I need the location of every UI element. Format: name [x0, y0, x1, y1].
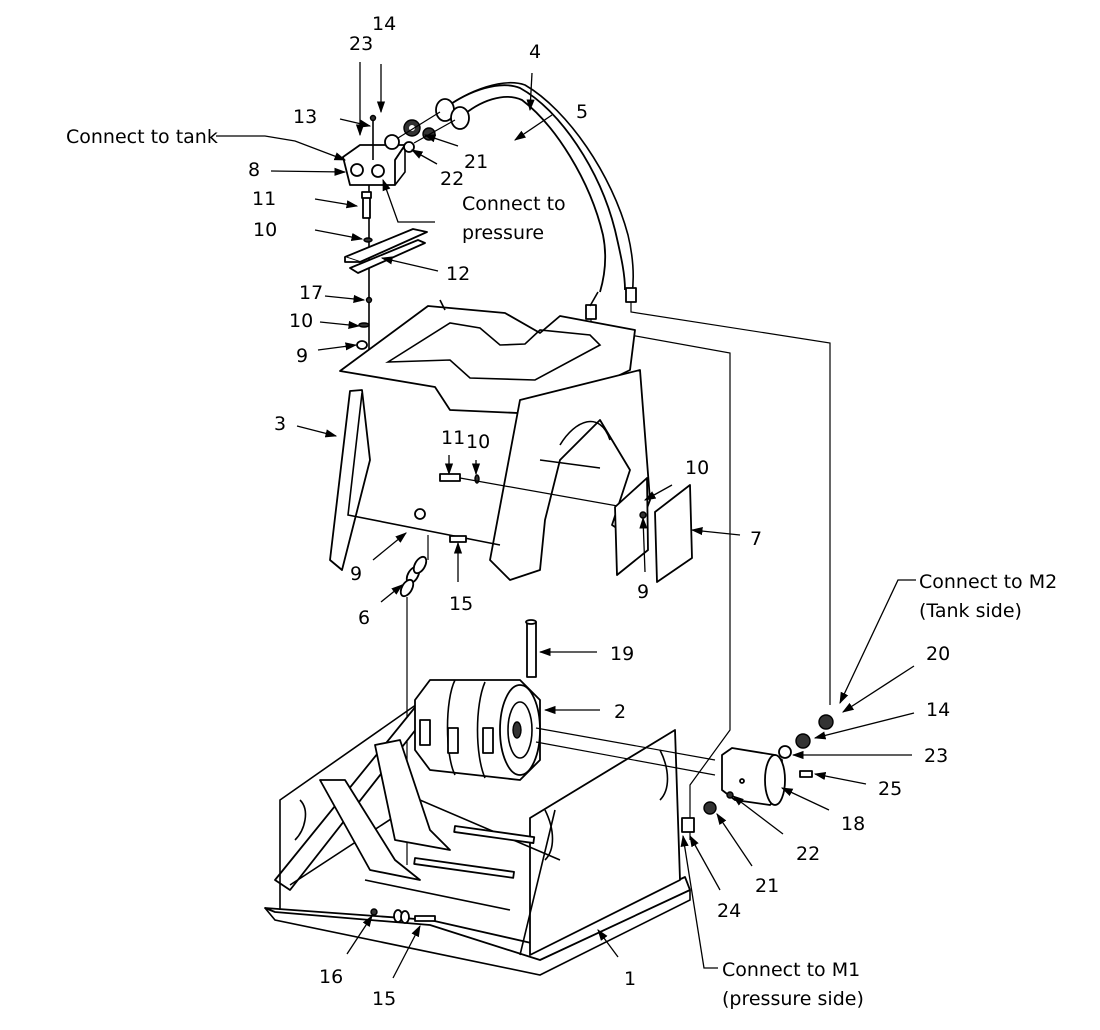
note-connect-to-m2-line1: Connect to M2	[919, 571, 1057, 593]
callout-19: 19	[610, 643, 634, 665]
callout-11: 11	[252, 188, 276, 210]
callout-3: 3	[274, 413, 286, 435]
hose-fitting-4	[625, 287, 637, 303]
seal-23b	[778, 745, 792, 759]
upper-frame	[329, 299, 651, 581]
callout-10: 10	[289, 310, 313, 332]
note-connect-to-tank: Connect to tank	[66, 126, 218, 148]
leader-lines	[216, 62, 916, 979]
callout-6: 6	[358, 607, 370, 629]
callout-14: 14	[372, 13, 396, 35]
callout-10: 10	[466, 431, 490, 453]
callout-4: 4	[529, 41, 541, 63]
callout-5: 5	[576, 101, 588, 123]
note-connect-to-m2-line2: (Tank side)	[919, 600, 1022, 622]
callout-14: 14	[926, 699, 950, 721]
fitting-14b	[795, 733, 811, 749]
callout-21: 21	[464, 151, 488, 173]
callout-23: 23	[349, 33, 373, 55]
valve-block	[342, 114, 406, 186]
hose-assembly	[435, 82, 637, 320]
fitting-21b	[703, 801, 717, 815]
connection-notes: Connect to tank Connect to pressure Conn…	[66, 126, 1057, 1010]
callout-25: 25	[878, 778, 902, 800]
note-connect-to-pressure-line2: pressure	[462, 222, 544, 244]
callout-15: 15	[372, 988, 396, 1010]
callout-17: 17	[299, 282, 323, 304]
callout-8: 8	[248, 159, 260, 181]
callout-9: 9	[637, 581, 649, 603]
bolt-19	[525, 619, 537, 678]
callout-9: 9	[350, 563, 362, 585]
motor-18	[721, 747, 786, 806]
fittings-right	[681, 714, 834, 833]
callout-24: 24	[717, 900, 741, 922]
callout-16: 16	[319, 966, 343, 988]
fitting-24	[681, 817, 695, 833]
callout-1: 1	[624, 968, 636, 990]
callout-13: 13	[293, 106, 317, 128]
hose-fitting-5	[585, 304, 597, 320]
fitting-20	[818, 714, 834, 730]
cover-plate-7	[654, 484, 693, 583]
callout-10: 10	[685, 457, 709, 479]
callout-7: 7	[750, 528, 762, 550]
seal-23	[384, 134, 400, 150]
callout-22: 22	[440, 168, 464, 190]
note-connect-to-pressure-line1: Connect to	[462, 193, 566, 215]
callout-10: 10	[253, 219, 277, 241]
callout-23: 23	[924, 745, 948, 767]
callout-12: 12	[446, 263, 470, 285]
callout-9: 9	[296, 345, 308, 367]
callout-22: 22	[796, 843, 820, 865]
cover-plate	[614, 477, 693, 583]
note-connect-to-m1-line2: (pressure side)	[722, 988, 864, 1010]
note-connect-to-m1-line1: Connect to M1	[722, 959, 860, 981]
base-frame	[264, 694, 691, 976]
callout-15: 15	[449, 593, 473, 615]
callout-11: 11	[441, 427, 465, 449]
base-pins	[370, 908, 436, 924]
callout-labels: 14 23 4 5 13 21 22 8 11 10 12 17 10 9 3 …	[248, 13, 950, 1010]
callout-20: 20	[926, 643, 950, 665]
callout-2: 2	[614, 701, 626, 723]
plug-25	[799, 770, 813, 778]
callout-21: 21	[755, 875, 779, 897]
callout-18: 18	[841, 813, 865, 835]
drum-assembly	[414, 679, 716, 781]
hose-end-fitting-b	[450, 106, 470, 130]
